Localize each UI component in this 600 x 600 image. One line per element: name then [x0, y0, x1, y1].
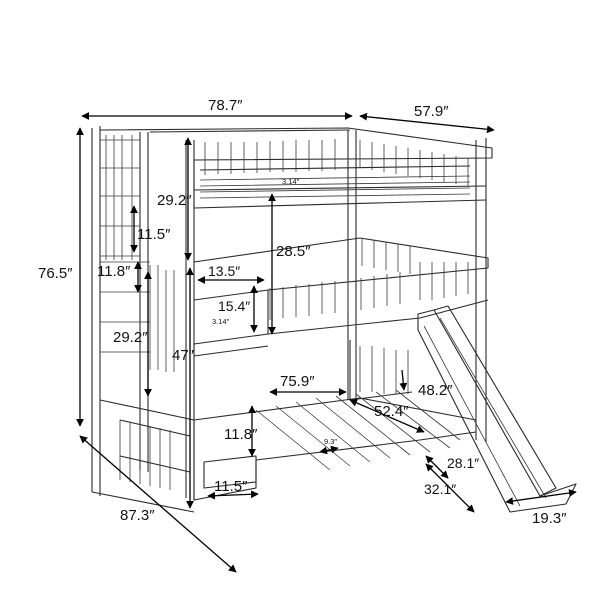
dim-total-width: 57.9″ [414, 103, 449, 120]
dim-slide-base-width: 32.1″ [424, 481, 456, 497]
dim-bottom-step-width: 11.5″ [214, 478, 248, 495]
dim-middle-ladder-height: 29.2″ [113, 329, 148, 346]
dim-middle-slat-gap: 3.14″ [212, 317, 230, 326]
dim-middle-opening: 13.5″ [208, 263, 240, 279]
dim-slide-base-depth: 28.1″ [447, 455, 479, 471]
dim-top-slat-gap: 3.14″ [282, 177, 300, 186]
dim-slide-length: 48.2″ [418, 382, 453, 399]
dim-middle-clearance: 28.5″ [276, 243, 311, 260]
bed-drawing [91, 126, 577, 513]
dim-top-guardrail: 29.2″ [157, 192, 192, 209]
dim-slat-gap: 9.3″ [324, 437, 337, 446]
dim-bottom-step: 11.8″ [224, 426, 258, 443]
dim-middle-height: 47″ [172, 347, 195, 364]
dimension-labels: 78.7″ 57.9″ 76.5″ 87.3″ 29.2″ 3.14″ 11.5… [38, 97, 567, 527]
dim-middle-guardrail: 15.4″ [218, 298, 250, 314]
dim-total-length: 78.7″ [208, 97, 243, 114]
dim-base-length: 87.3″ [120, 507, 155, 524]
dim-bottom-length: 75.9″ [280, 373, 315, 390]
dim-middle-ladder-step: 11.8″ [97, 263, 131, 280]
dim-slide-width: 19.3″ [532, 510, 567, 527]
dimension-arrows [76, 112, 577, 573]
dim-total-height: 76.5″ [38, 265, 73, 282]
dim-bottom-width: 52.4″ [374, 403, 409, 420]
dim-top-ladder-step: 11.5″ [137, 226, 171, 243]
top-bunk [99, 127, 493, 260]
